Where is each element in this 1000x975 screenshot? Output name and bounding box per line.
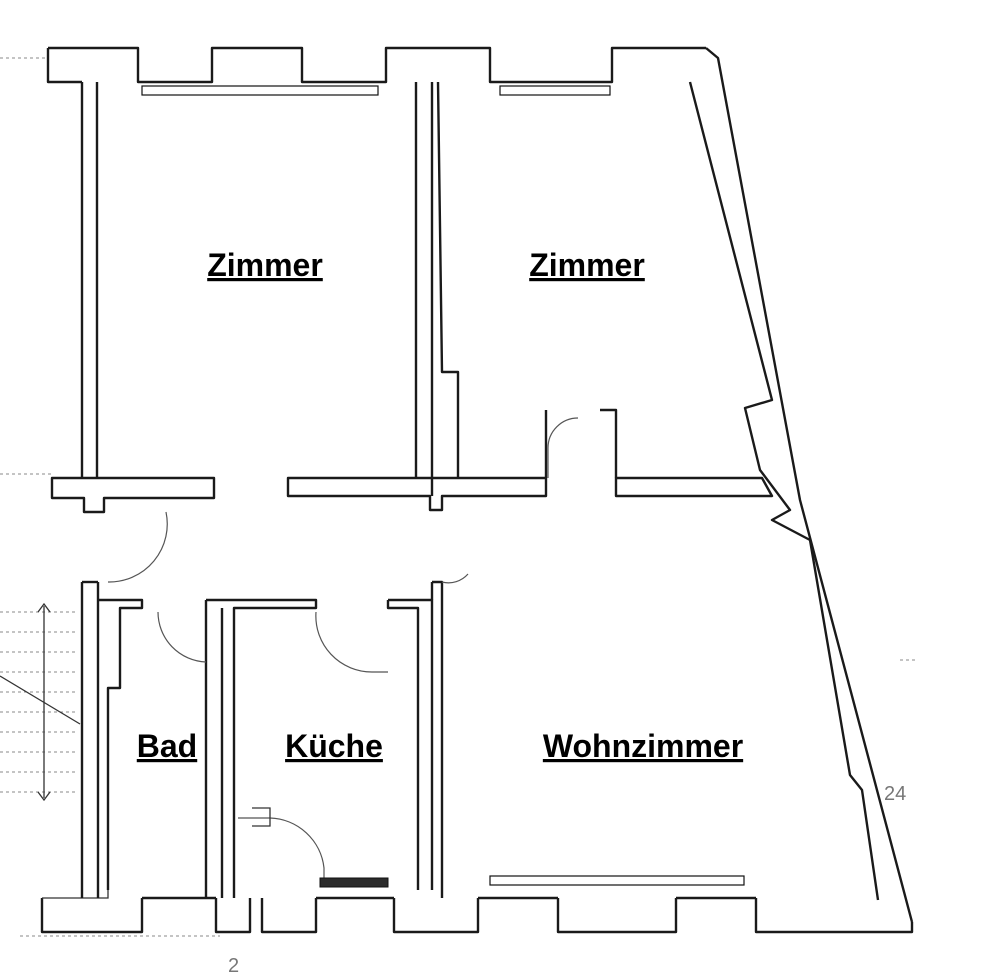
radiator-zimmer-left (141, 85, 379, 96)
room-label-wohnzimmer: Wohnzimmer (543, 728, 743, 764)
staircase (0, 602, 81, 802)
dimension-right: 24 (884, 783, 906, 805)
dimension-bottom: 2 (228, 955, 239, 975)
radiators (141, 85, 745, 888)
door-swing-zimmer-right (547, 417, 579, 478)
door-swing-kueche-inner (238, 817, 325, 880)
radiator-wohnzimmer (489, 875, 745, 886)
outer-walls (40, 46, 914, 934)
door-swing-bad (157, 611, 207, 663)
doors (107, 417, 579, 880)
room-label-zimmer-left: Zimmer (207, 247, 323, 283)
room-labels: Zimmer Zimmer Bad Küche Wohnzimmer (137, 247, 743, 764)
radiator-kueche (319, 877, 389, 888)
door-swing-corridor (107, 511, 168, 583)
room-label-zimmer-right: Zimmer (529, 247, 645, 283)
radiator-zimmer-right (499, 85, 611, 96)
door-swing-wohnzimmer (441, 573, 469, 584)
interior-walls (50, 81, 774, 898)
construction-lines (0, 57, 916, 937)
door-swing-kueche (315, 611, 388, 673)
room-label-kueche: Küche (285, 728, 383, 764)
dimension-labels: 24 2 (228, 783, 906, 975)
room-label-bad: Bad (137, 728, 197, 764)
